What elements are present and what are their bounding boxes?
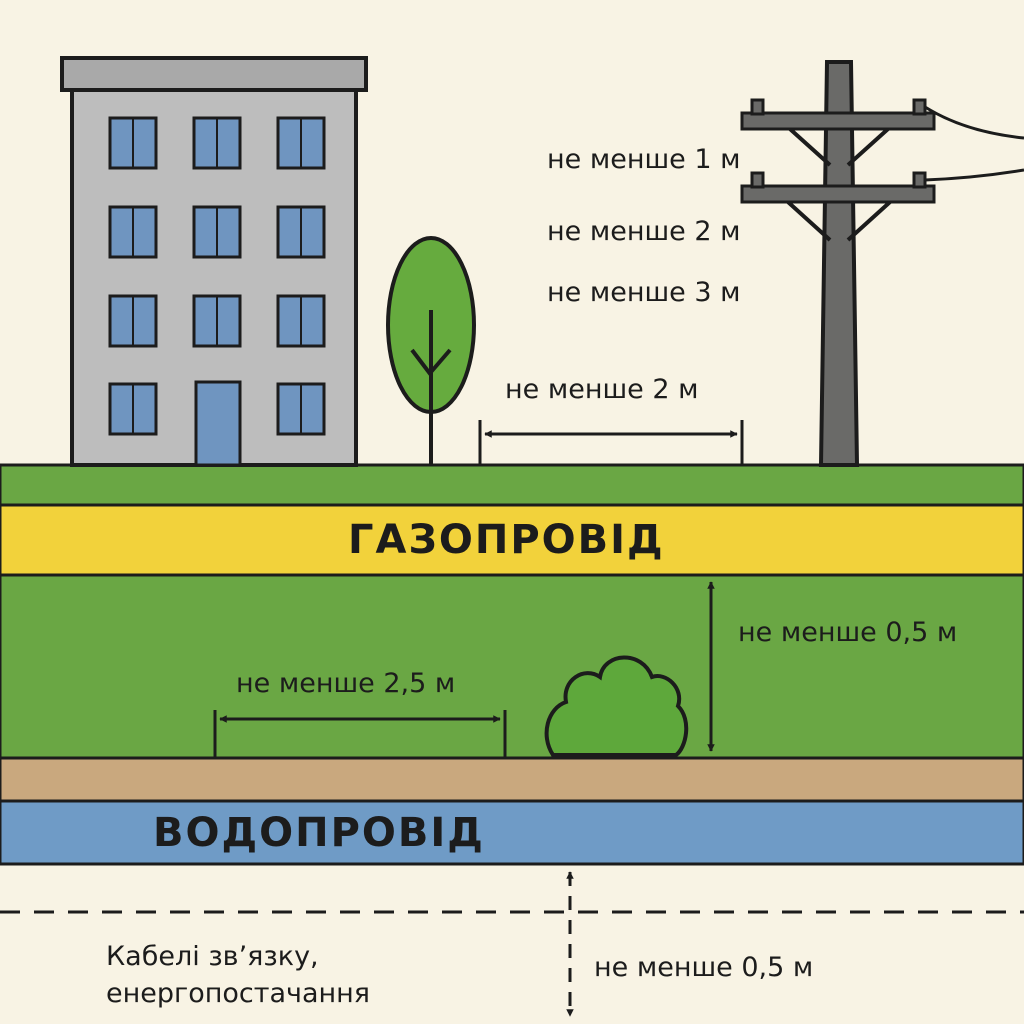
label-pole-2m: не менше 2 м: [547, 216, 741, 247]
label-cables-line2: енергопостачання: [106, 978, 371, 1009]
label-tree-to-pole: не менше 2 м: [505, 374, 699, 405]
label-horizontal-2-5m: не менше 2,5 м: [236, 668, 456, 699]
dimension-horizontal-2-5m: [213, 710, 507, 757]
soil-layer: [0, 756, 1024, 803]
bush-icon: [544, 655, 689, 757]
dimension-tree-to-pole: [478, 420, 744, 465]
building-door: [194, 380, 242, 467]
label-cables-line1: Кабелі зв’язку,: [106, 941, 319, 972]
label-gas-water-vertical: не менше 0,5 м: [738, 617, 958, 648]
label-cables: Кабелі зв’язку, енергопостачання: [106, 938, 370, 1012]
utility-pole-icon: [740, 60, 1024, 467]
ground-layers: [0, 463, 1024, 914]
tree-icon: [386, 236, 476, 465]
water-pipeline-band: [0, 799, 1024, 866]
gas-pipeline-band: [0, 503, 1024, 577]
label-gas-pipeline: ГАЗОПРОВІД: [348, 517, 665, 563]
middle-grass-layer: [0, 573, 1024, 760]
building-icon: [60, 56, 368, 467]
label-pole-3m: не менше 3 м: [547, 277, 741, 308]
top-grass-layer: [0, 463, 1024, 507]
label-water-pipeline: ВОДОПРОВІД: [153, 810, 485, 856]
label-cables-vertical: не менше 0,5 м: [594, 952, 814, 983]
label-pole-1m: не менше 1 м: [547, 144, 741, 175]
